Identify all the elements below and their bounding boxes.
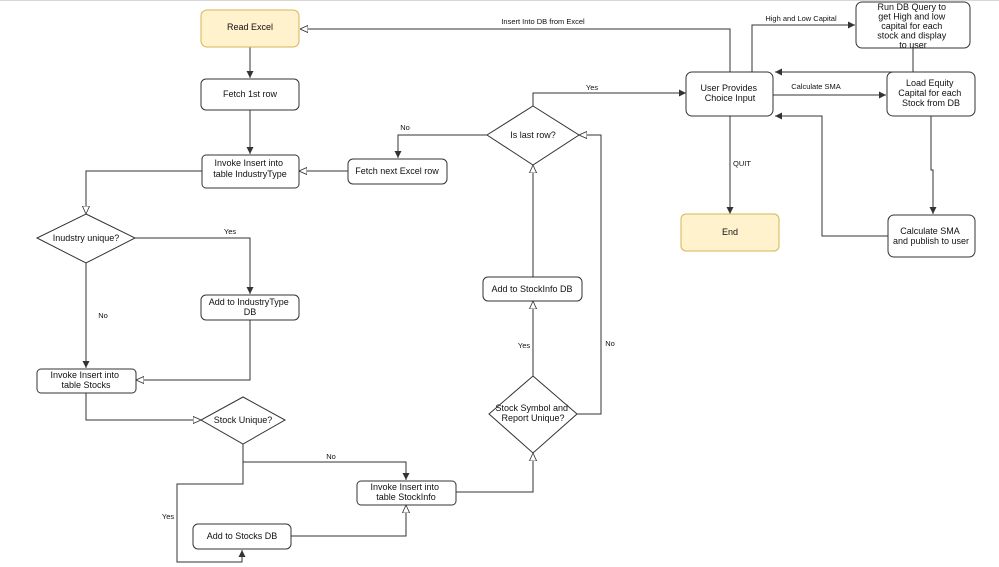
edge-symbol-no [577, 135, 602, 415]
edge-choice-to-read-excel [300, 29, 731, 72]
edge-label-symbol-yes: Yes [518, 341, 530, 350]
edge-insert-stocks-to-stock-unique [85, 393, 201, 420]
node-is-last-row: Is last row? [486, 105, 580, 166]
svg-text:User Provides Choice I: User Provides Choice Input [700, 83, 759, 103]
node-read-excel: Read Excel [200, 9, 300, 48]
edge-label-high-low: High and Low Capital [765, 14, 837, 23]
node-load-equity: Load Equity Capital for each Stock from … [886, 71, 976, 117]
node-fetch-first-row: Fetch 1st row [200, 78, 300, 111]
svg-text:Fetch next Excel row: Fetch next Excel row [355, 166, 439, 176]
node-symbol-report-unique: Stock Symbol and Report Unique? [488, 375, 578, 454]
edge-run-query-to-choice [775, 48, 914, 76]
top-border-line [0, 0, 999, 1]
node-insert-industrytype: Invoke Insert into table IndustryType [201, 154, 300, 189]
edge-industry-yes [135, 237, 254, 294]
edge-labels: Insert Into DB from Excel High and Low C… [98, 14, 841, 521]
edge-label-industry-no: No [98, 311, 108, 320]
node-add-stocks: Add to Stocks DB [192, 523, 292, 550]
edge-calc-sma-to-choice [775, 112, 888, 237]
svg-text:Load Equity Capital fo: Load Equity Capital for each Stock from … [898, 78, 964, 108]
node-add-stockinfo: Add to StockInfo DB [482, 276, 583, 302]
svg-text:Add to Stocks DB: Add to Stocks DB [207, 531, 278, 541]
edge-last-row-yes [532, 89, 686, 106]
node-user-choice: User Provides Choice Input [685, 71, 774, 117]
edge-label-insert-db: Insert Into DB from Excel [501, 17, 585, 26]
svg-text:Stock Unique?: Stock Unique? [214, 415, 273, 425]
edge-label-stock-no: No [326, 452, 336, 461]
node-fetch-next-row: Fetch next Excel row [347, 158, 448, 185]
node-run-db-query: Run DB Query to get High and low capital… [855, 1, 971, 50]
edge-label-quit: QUIT [733, 159, 751, 168]
svg-text:Invoke Insert into tab: Invoke Insert into table IndustryType [213, 158, 287, 179]
edge-label-industry-yes: Yes [224, 227, 236, 236]
svg-text:Is last row?: Is last row? [510, 130, 556, 140]
svg-text:Add to IndustryType DB: Add to IndustryType DB [209, 297, 292, 317]
edge-add-industry-to-insert-stocks [136, 320, 251, 380]
node-calc-sma: Calculate SMA and publish to user [887, 214, 976, 258]
edge-add-stocks-to-insert-stockinfo [291, 505, 406, 537]
edge-last-row-no [394, 134, 487, 158]
svg-text:Stock Symbol and Repor: Stock Symbol and Report Unique? [495, 403, 570, 423]
node-stock-unique: Stock Unique? [199, 396, 287, 445]
nodes: Read Excel Fetch 1st row Invoke Insert i… [35, 1, 976, 550]
svg-text:Inudstry unique?: Inudstry unique? [53, 233, 120, 243]
edge-label-last-yes: Yes [586, 83, 598, 92]
node-end: End [680, 213, 780, 252]
edge-label-symbol-no: No [605, 339, 615, 348]
svg-text:Invoke Insert into tab: Invoke Insert into table StockInfo [370, 482, 441, 502]
edge-stock-no [242, 444, 410, 480]
edge-insert-stockinfo-to-symbol-unique [456, 453, 533, 493]
svg-text:Calculate SMA and publ: Calculate SMA and publish to user [893, 226, 969, 246]
node-insert-stockinfo: Invoke Insert into table StockInfo [356, 480, 457, 506]
svg-text:Invoke Insert into tab: Invoke Insert into table Stocks [50, 370, 121, 390]
svg-text:Run DB Query to get Hi: Run DB Query to get High and low capital… [877, 2, 949, 50]
svg-text:End: End [722, 227, 738, 237]
node-industry-unique: Inudstry unique? [35, 213, 137, 264]
edge-choice-to-run-query [751, 21, 855, 72]
edge-label-stock-yes: Yes [162, 512, 174, 521]
edges [85, 21, 937, 563]
svg-text:Add to StockInfo DB: Add to StockInfo DB [491, 284, 572, 294]
edge-label-last-no: No [400, 123, 410, 132]
edge-stock-yes [176, 444, 246, 563]
edge-load-equity-to-calc-sma [929, 116, 937, 214]
edge-label-calc-sma: Calculate SMA [791, 82, 841, 91]
edge-insert-industry-to-decision [86, 170, 202, 214]
node-add-industrytype: Add to IndustryType DB [200, 294, 300, 321]
svg-text:Fetch 1st row: Fetch 1st row [223, 89, 278, 99]
svg-text:Read Excel: Read Excel [227, 22, 273, 32]
node-insert-stocks: Invoke Insert into table Stocks [36, 368, 137, 394]
